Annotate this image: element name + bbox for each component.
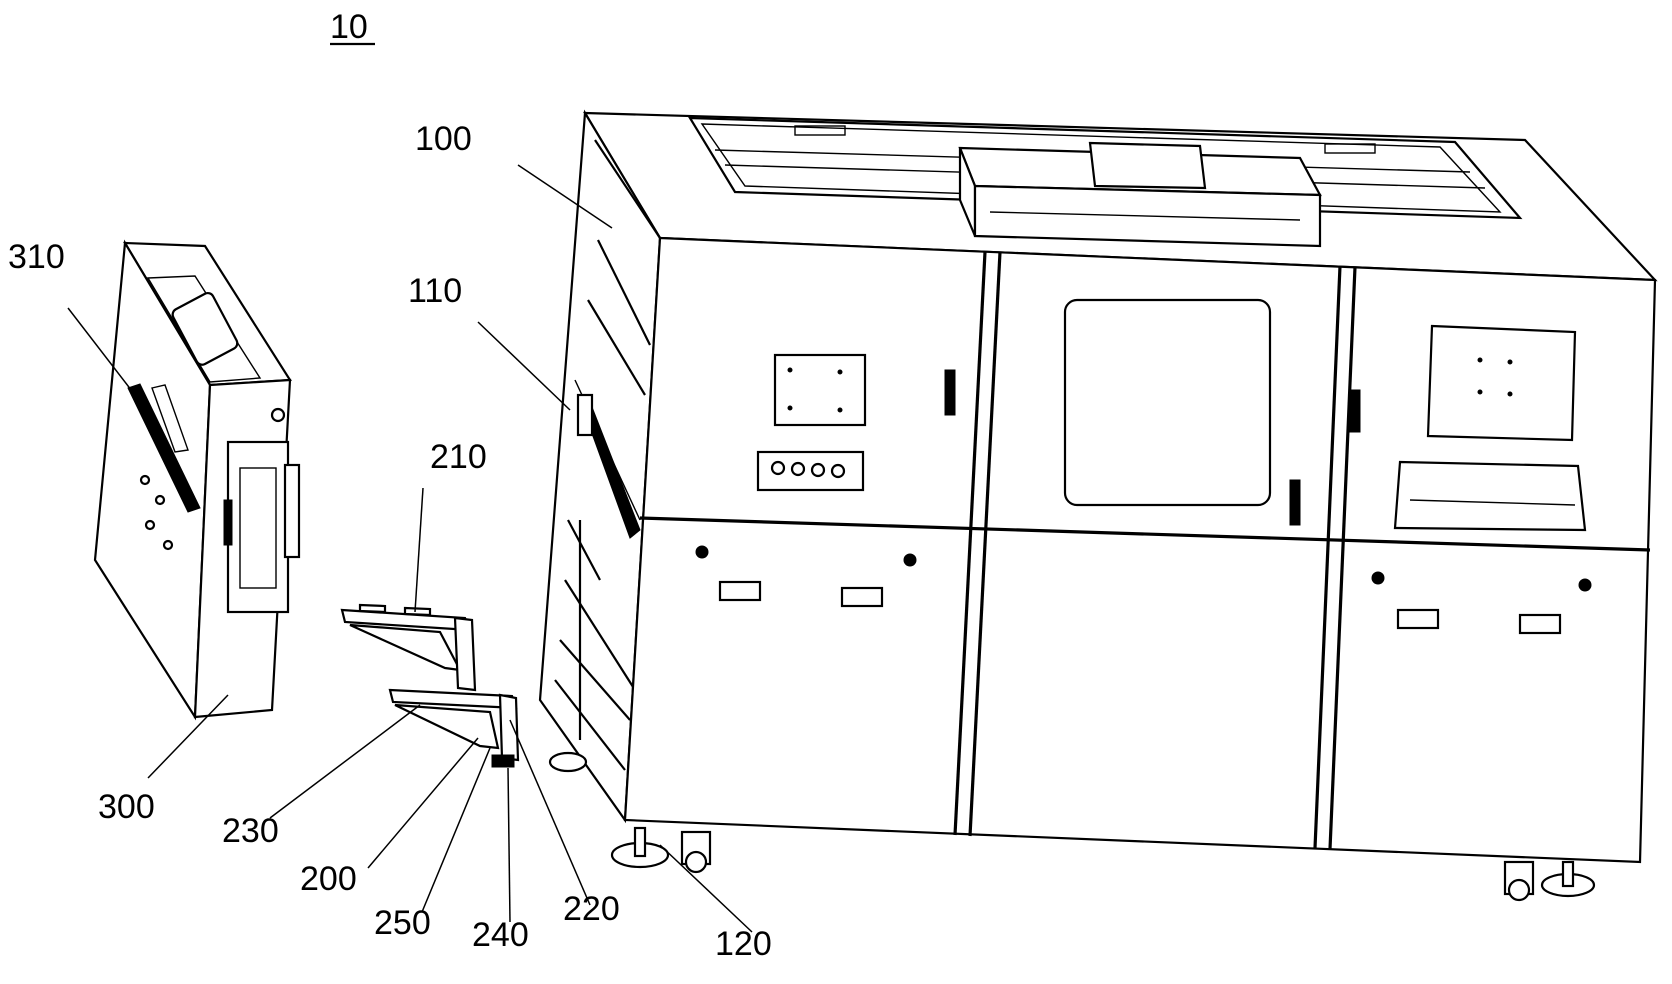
leader-230 bbox=[269, 704, 421, 819]
control-panel-plate bbox=[773, 353, 867, 427]
lower-handle-4 bbox=[1518, 613, 1562, 635]
lower-handle-3 bbox=[1396, 608, 1440, 630]
bracket-assembly bbox=[340, 603, 520, 768]
label-120: 120 bbox=[715, 925, 772, 963]
cabinet-front-face bbox=[623, 236, 1657, 864]
front-divider bbox=[639, 516, 1651, 552]
lower-bracket-post bbox=[498, 693, 520, 762]
lower-handle-2 bbox=[840, 586, 884, 608]
viewing-window bbox=[1063, 298, 1272, 507]
discharge-tray bbox=[1393, 460, 1587, 532]
lower-handle-1 bbox=[718, 580, 762, 602]
door-handle-left bbox=[944, 369, 956, 416]
bracket-foot bbox=[491, 754, 515, 768]
leader-110 bbox=[477, 321, 571, 411]
reference-labels: 100 110 120 200 210 220 230 240 250 300 … bbox=[8, 120, 772, 963]
top-opening-frame bbox=[688, 116, 1523, 220]
label-220: 220 bbox=[563, 890, 620, 928]
leader-120 bbox=[659, 844, 753, 933]
leader-310 bbox=[67, 307, 136, 396]
right-panel-plate bbox=[1426, 324, 1577, 442]
leader-250 bbox=[421, 747, 491, 913]
label-230: 230 bbox=[222, 812, 279, 850]
main-cabinet bbox=[538, 109, 1658, 902]
side-module bbox=[93, 239, 301, 721]
label-310: 310 bbox=[8, 238, 65, 276]
module-door-handle bbox=[223, 499, 233, 546]
module-top-handle bbox=[171, 291, 239, 366]
label-110: 110 bbox=[408, 272, 462, 310]
upper-bracket-post bbox=[453, 616, 477, 692]
label-100: 100 bbox=[415, 120, 472, 158]
label-210: 210 bbox=[430, 438, 487, 476]
label-300: 300 bbox=[98, 788, 155, 826]
leader-200 bbox=[367, 737, 479, 869]
leader-100 bbox=[517, 164, 613, 229]
label-240: 240 bbox=[472, 916, 529, 954]
leveling-foot-rear-left bbox=[548, 751, 588, 773]
label-250: 250 bbox=[374, 904, 431, 942]
leader-240 bbox=[507, 767, 511, 923]
leader-210 bbox=[414, 487, 424, 613]
leader-220 bbox=[509, 719, 591, 906]
figure-number: 10 bbox=[330, 8, 368, 46]
leader-300 bbox=[147, 694, 229, 779]
label-200: 200 bbox=[300, 860, 357, 898]
module-rail-310 bbox=[127, 383, 201, 513]
door-handle-right bbox=[1349, 389, 1361, 433]
leader-lines bbox=[67, 164, 753, 933]
